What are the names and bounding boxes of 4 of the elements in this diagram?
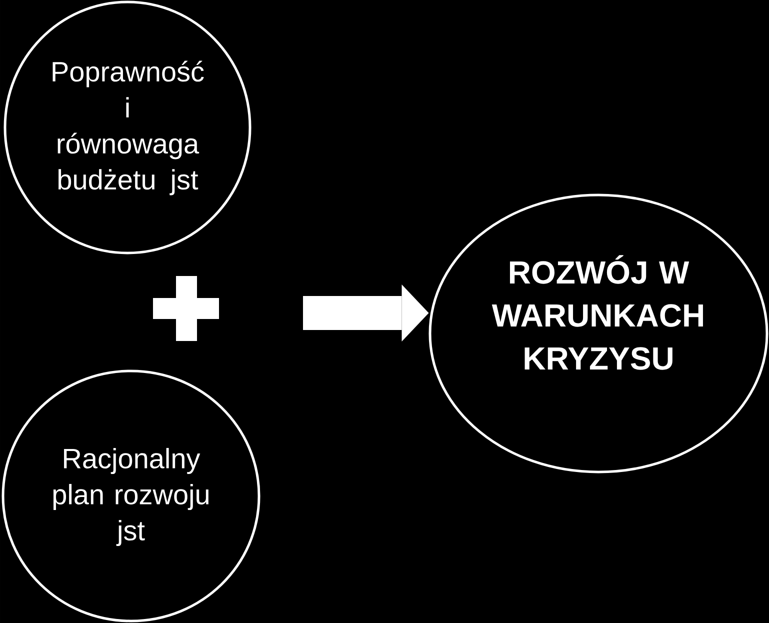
circle-node: Racjonalny plan rozwoju jst xyxy=(2,370,260,622)
block-arrow xyxy=(303,284,429,342)
circle-node: Poprawność i równowaga budżetu jst xyxy=(4,0,252,254)
circle-node: ROZWÓJ W WARUNKACH KRYZYSU xyxy=(428,194,768,474)
